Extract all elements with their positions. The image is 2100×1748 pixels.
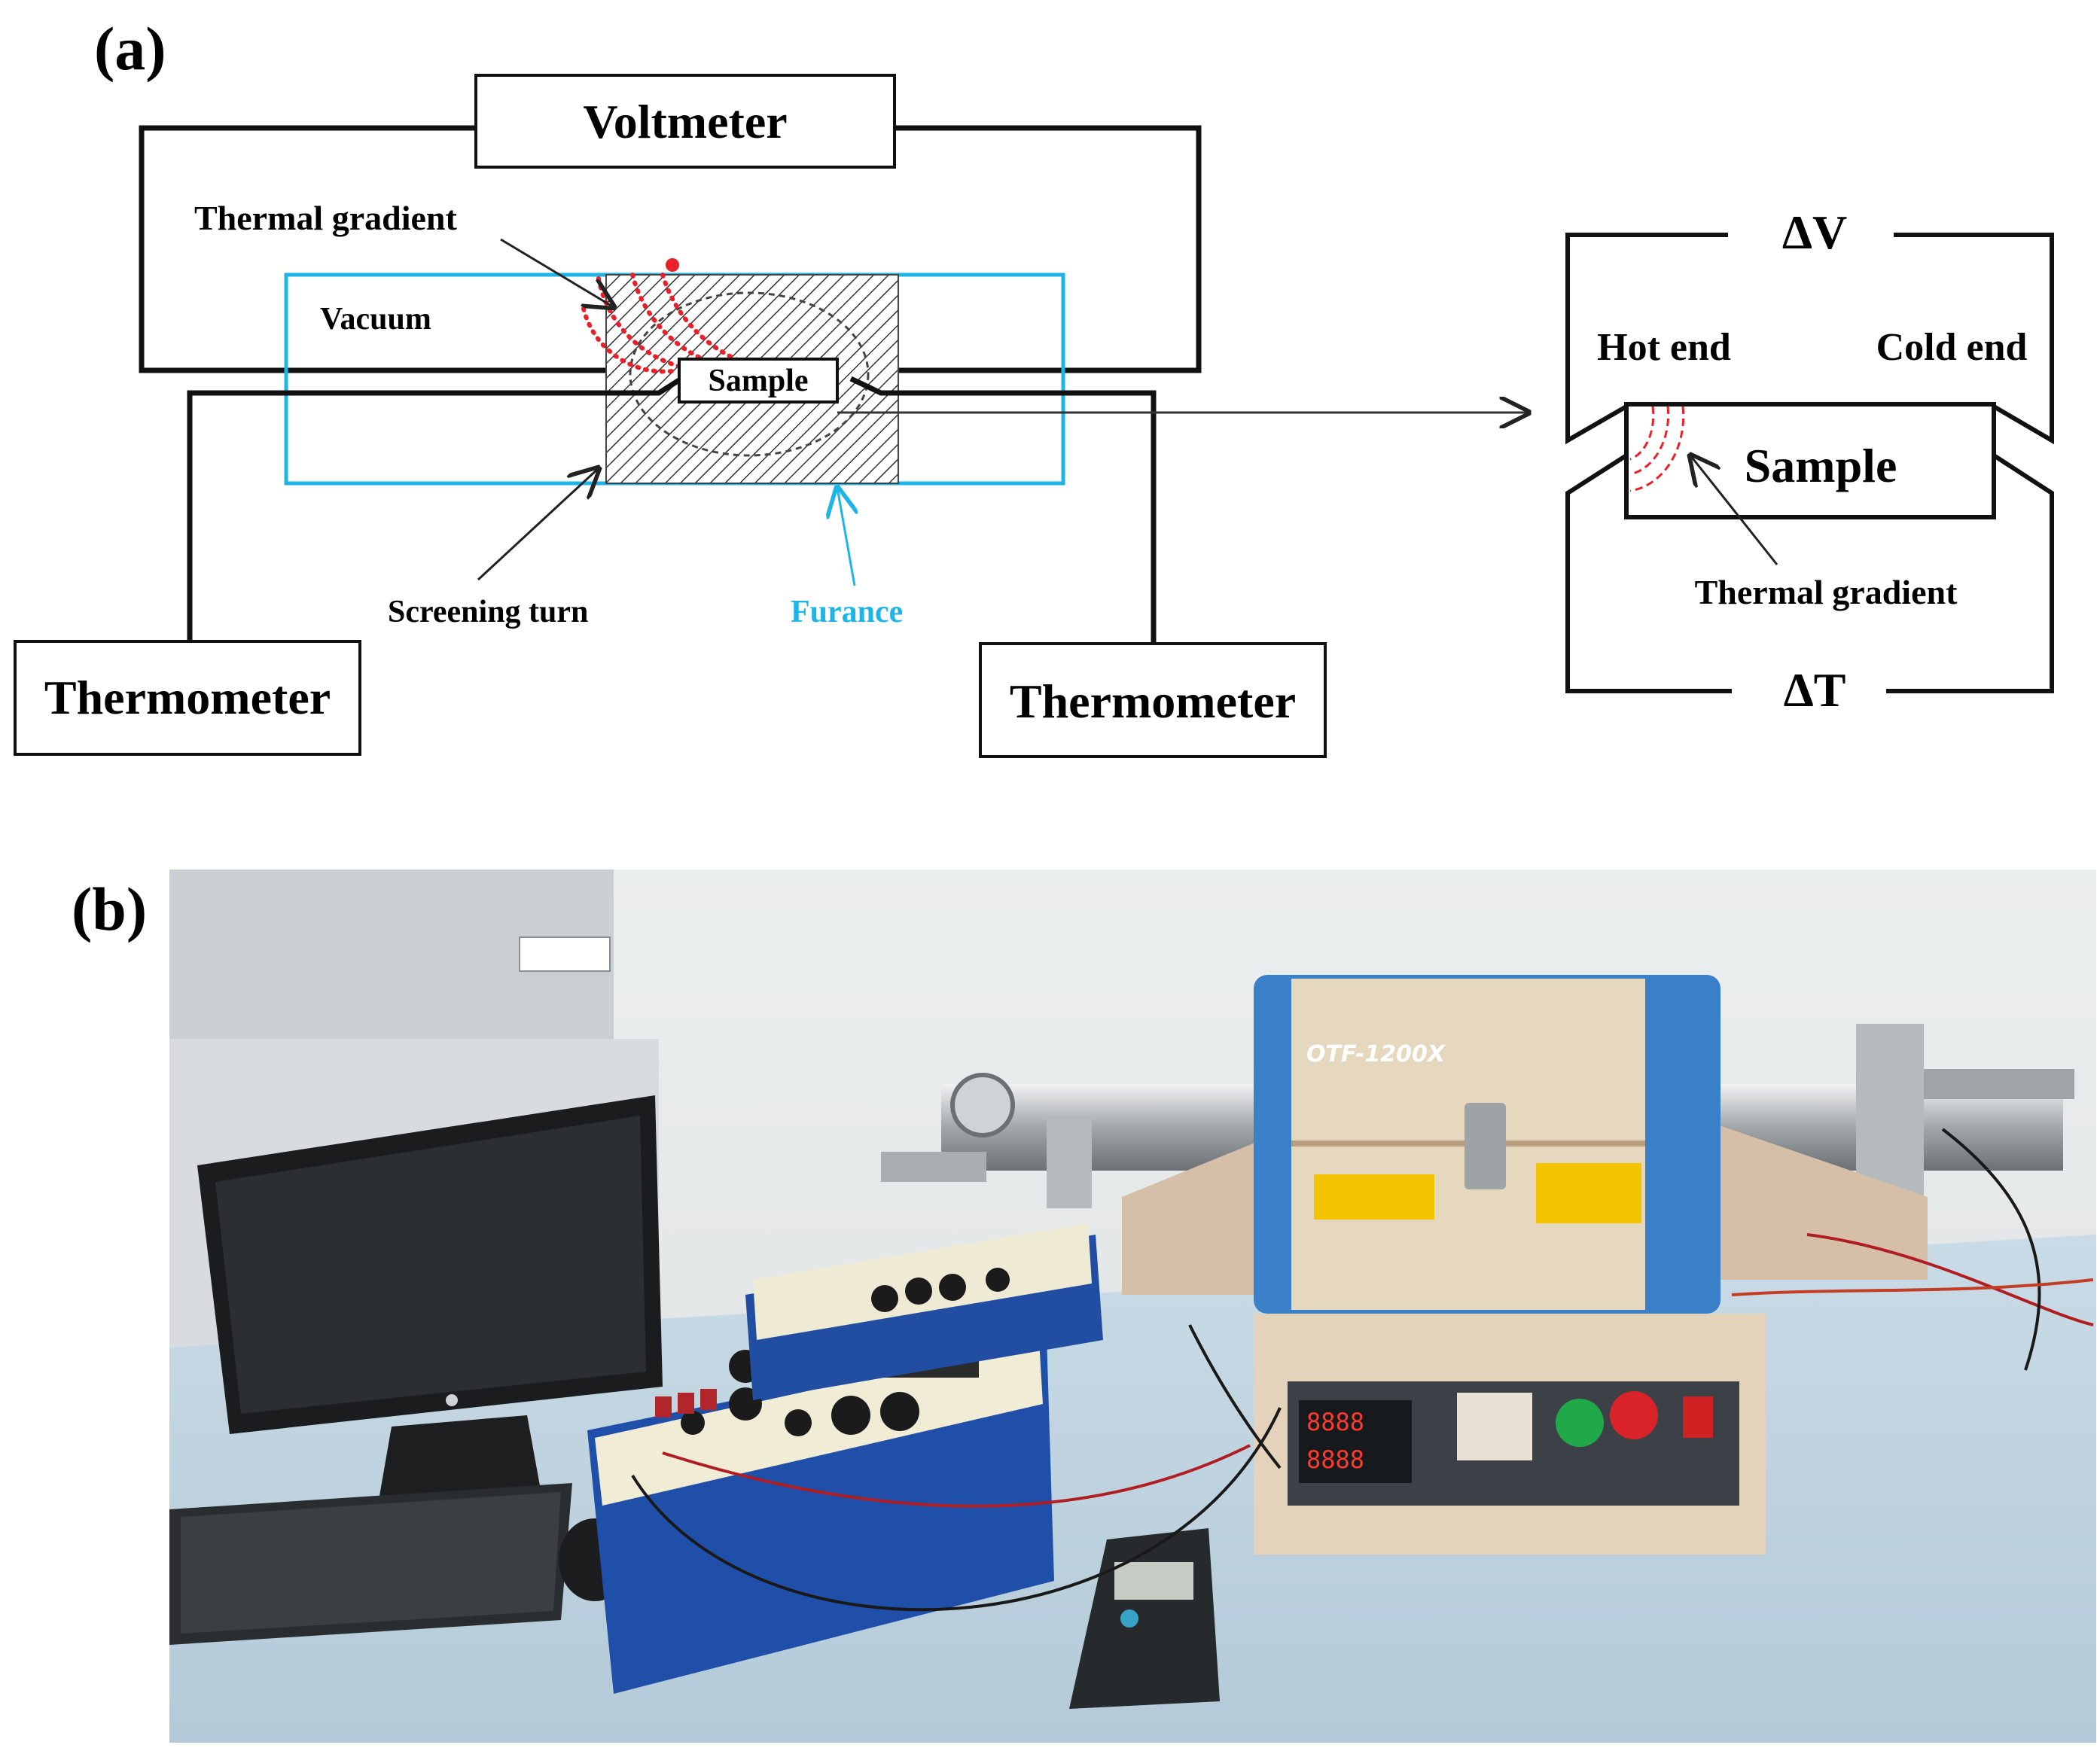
inset-delta-v-circuit: [1565, 233, 1728, 445]
furnace-label: Furance: [791, 595, 903, 629]
stop-button: [1610, 1391, 1658, 1439]
thermocouple-right: [849, 376, 1157, 653]
sample-label: Sample: [708, 364, 808, 398]
contact-point: [666, 258, 679, 272]
inset-delta-t-circuit-right: [1886, 453, 2054, 693]
thermal-gradient-label: Thermal gradient: [194, 199, 457, 237]
screening-ellipse: [629, 291, 870, 457]
sample-box: [678, 358, 839, 404]
monitor: [197, 1095, 663, 1513]
inset-delta-v-circuit-right: [1894, 233, 2054, 445]
furnace-arrow: [837, 488, 855, 586]
controller-display-top: 8888: [1306, 1408, 1364, 1436]
panel-a-label: (a): [94, 14, 166, 83]
thermometer-right-label: Thermometer: [1010, 675, 1296, 728]
panel-a: (a) Voltmeter Vacuum Thermal gradient Sa…: [14, 14, 2054, 758]
inset-sample-label: Sample: [1745, 439, 1897, 492]
furnace-model: OTF-1200X: [1306, 1041, 1446, 1067]
inset-delta-v-label: ΔV: [1782, 206, 1847, 259]
power-switch: [1683, 1396, 1713, 1438]
inset-diagram: ΔV ΔT Hot end Cold end Sample Thermal gr…: [1565, 206, 2054, 717]
lab-photo: OTF-1200X 8888 8888: [169, 869, 2096, 1743]
inset-hot-end-label: Hot end: [1597, 326, 1731, 369]
thermometer-left-label: Thermometer: [44, 671, 331, 724]
furnace-cradle-right: [1687, 1114, 1928, 1280]
voltmeter-box: [474, 74, 896, 169]
instrument-back: [745, 1223, 1103, 1400]
inset-thermal-arcs: [1629, 406, 1685, 492]
thermometer-right-box: [979, 642, 1327, 758]
pressure-gauge: [950, 1073, 1015, 1137]
controller-display-bottom: 8888: [1306, 1445, 1364, 1474]
inset-cold-end-label: Cold end: [1876, 326, 2028, 369]
inset-delta-t-label: ΔT: [1784, 663, 1846, 717]
inset-thermal-arrow: [1690, 455, 1778, 565]
panel-b-label: (b): [72, 875, 147, 943]
vacuum-label: Vacuum: [320, 302, 431, 337]
inset-delta-t-circuit: [1565, 453, 1732, 693]
panel-b: (b): [72, 869, 2096, 1743]
start-button: [1556, 1399, 1604, 1447]
tube-furnace: OTF-1200X 8888 8888: [1254, 975, 1766, 1555]
thermometer-left-box: [14, 640, 361, 756]
thermal-gradient-arrow: [500, 238, 614, 307]
cables: [631, 1128, 2094, 1612]
screening-turn-arrow: [477, 468, 599, 581]
thermocouple-left: [187, 376, 683, 641]
screening-turn-label: Screening turn: [388, 595, 588, 629]
instrument-front: [587, 1336, 1054, 1694]
voltmeter-label: Voltmeter: [583, 95, 787, 148]
inset-thermal-gradient-label: Thermal gradient: [1695, 573, 1958, 611]
